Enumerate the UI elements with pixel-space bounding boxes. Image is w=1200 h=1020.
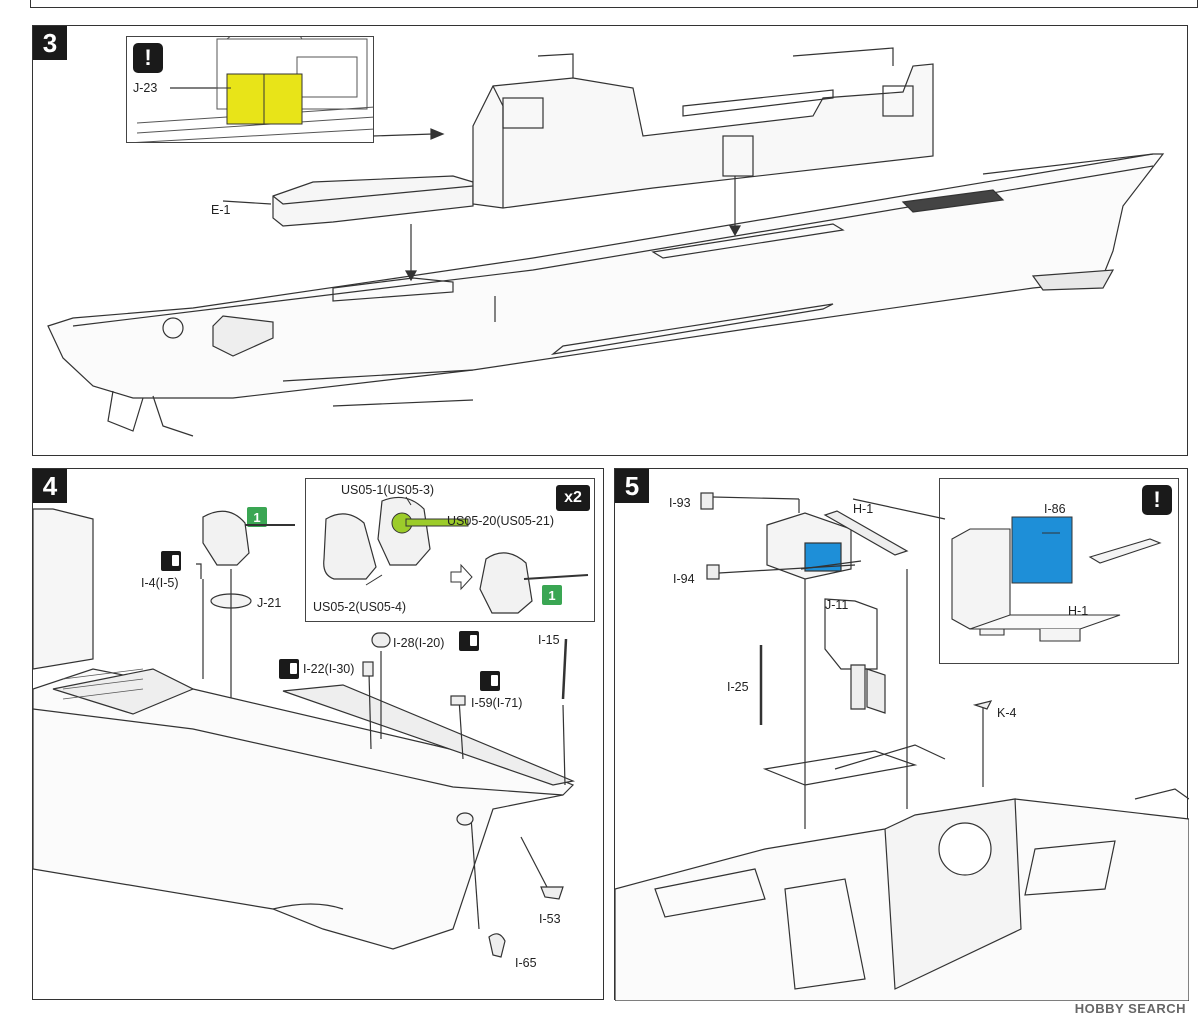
step-number-3: 3 (33, 26, 67, 60)
step-5-superstructure-drawing (615, 492, 1189, 1001)
callout-i-59: I-59(I-71) (471, 696, 523, 710)
glue-icon-i-22 (279, 659, 299, 679)
callout-j-21: J-21 (257, 596, 282, 610)
step-5-detail-inset: ! I-86 H-1 (939, 478, 1179, 664)
callout-j-23: J-23 (133, 81, 158, 95)
step-number-5: 5 (615, 469, 649, 503)
step-4-bow-drawing (33, 508, 576, 958)
step-3-hull-drawing (47, 47, 1165, 437)
callout-e-1: E-1 (211, 203, 231, 217)
callout-us05-20: US05-20(US05-21) (447, 514, 554, 528)
warning-icon: ! (133, 43, 163, 73)
callout-i-53: I-53 (539, 912, 561, 926)
callout-us05-1: US05-1(US05-3) (341, 483, 435, 497)
warning-icon: ! (1142, 485, 1172, 515)
step-3-panel: 3 ! J-23 (32, 25, 1188, 456)
step-3-detail-inset: ! J-23 (126, 36, 374, 143)
step-1-reference-badge: 1 (542, 585, 562, 605)
callout-i-4: I-4(I-5) (141, 576, 179, 590)
callout-us05-2: US05-2(US05-4) (313, 600, 407, 614)
callout-i-15: I-15 (538, 633, 560, 647)
callout-h-1-inset: H-1 (1068, 604, 1089, 618)
glue-icon-i-59 (480, 671, 500, 691)
callout-k-4: K-4 (997, 706, 1017, 720)
callout-h-1: H-1 (853, 502, 874, 516)
gun-turret-subassembly-inset: x2 1 (305, 478, 595, 622)
step-number-4: 4 (33, 469, 67, 503)
callout-i-86: I-86 (1044, 502, 1066, 516)
callout-i-22: I-22(I-30) (303, 662, 355, 676)
watermark-logo: HOBBY SEARCH (1074, 1001, 1186, 1016)
step-5-panel: 5 ! I-86 H-1 (614, 468, 1189, 1001)
step-1-reference-badge-turret: 1 (247, 507, 267, 527)
deckhouse-interior-drawing (951, 516, 1162, 642)
multiplier-badge: x2 (556, 485, 590, 511)
callout-i-93: I-93 (669, 496, 691, 510)
callout-i-94: I-94 (673, 572, 695, 586)
top-edge (30, 0, 1198, 8)
glue-icon-i-4 (161, 551, 181, 571)
glue-icon-i-28 (459, 631, 479, 651)
superstructure-detail-drawing (135, 37, 373, 142)
callout-i-25: I-25 (727, 680, 749, 694)
step-4-panel: 4 x2 1 US05-1(US05-3) US05-20(US05-21) U… (32, 468, 604, 1000)
callout-i-65: I-65 (515, 956, 537, 970)
callout-j-11: J-11 (825, 598, 849, 612)
turret-assembly-drawing (323, 496, 589, 614)
callout-i-28: I-28(I-20) (393, 636, 445, 650)
